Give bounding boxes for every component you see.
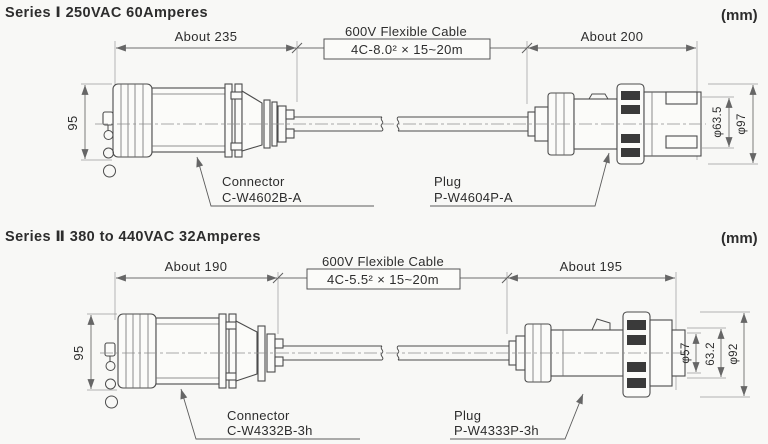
series2-section: Series Ⅱ 380 to 440VAC 32Amperes (mm) Ab… — [5, 229, 758, 440]
series2-plug-label: Plug P-W4333P-3h — [450, 393, 584, 440]
series1-plug-part-number: P-W4604P-A — [434, 190, 513, 205]
series2-dia-outer: φ92 — [728, 343, 740, 364]
series1-section: Series Ⅰ 250VAC 60Amperes (mm) About 235… — [5, 5, 758, 207]
series2-connector-part-number: C-W4332B-3h — [227, 423, 313, 438]
series2-plug-dimensions: φ57 63.2 φ92 — [680, 311, 750, 398]
series2-cable-spec-box — [306, 268, 461, 290]
series2-dim-right: About 195 — [560, 259, 623, 274]
series1-height-dimension: 95 — [65, 83, 112, 161]
series2-dimension-row: About 190 About 195 600V Flexible Cable … — [114, 254, 677, 390]
series1-cable-spec: 4C-8.0² × 15~20m — [351, 42, 463, 57]
series1-plug-label-text: Plug — [434, 174, 461, 189]
series1-connector-label-text: Connector — [222, 174, 285, 189]
series2-cable-spec: 4C-5.5² × 15~20m — [327, 272, 439, 287]
series1-dimension-row: About 235 About 200 600V Flexible Cable … — [114, 24, 698, 160]
series2-title: Series Ⅱ 380 to 440VAC 32Amperes — [5, 229, 261, 245]
series1-plug-label: Plug P-W4604P-A — [430, 152, 610, 207]
series2-connector-label: Connector C-W4332B-3h — [180, 388, 360, 440]
series1-dim-right: About 200 — [581, 29, 644, 44]
series2-plug-part-number: P-W4333P-3h — [454, 423, 539, 438]
series1-unit-note: (mm) — [721, 7, 758, 24]
series1-cable-spec-box — [323, 38, 491, 60]
series1-dia-inner: φ63.5 — [712, 106, 724, 137]
series2-plug-label-text: Plug — [454, 408, 481, 423]
series2-dim-height: 95 — [71, 345, 86, 360]
series1-cable-label: 600V Flexible Cable — [345, 24, 467, 39]
series1-dim-height: 95 — [65, 115, 80, 130]
series2-height-dimension: 95 — [71, 313, 117, 391]
series2-cable-label: 600V Flexible Cable — [322, 254, 444, 269]
series2-dia-face: 63.2 — [705, 342, 717, 366]
series2-connector-label-text: Connector — [227, 408, 290, 423]
series2-plug-drawing — [508, 311, 686, 398]
series2-dim-left: About 190 — [165, 259, 228, 274]
series2-connector-drawing — [104, 313, 284, 409]
series1-dim-left: About 235 — [175, 29, 238, 44]
series2-dia-pin: φ57 — [680, 342, 692, 363]
series1-plug-dimensions: φ63.5 φ97 — [702, 83, 758, 165]
series2-unit-note: (mm) — [721, 230, 758, 247]
series1-connector-chain — [102, 111, 116, 178]
series1-connector-label: Connector C-W4602B-A — [196, 156, 374, 207]
series1-connector-part-number: C-W4602B-A — [222, 190, 302, 205]
series1-dia-outer: φ97 — [736, 113, 748, 134]
series1-title: Series Ⅰ 250VAC 60Amperes — [5, 5, 208, 21]
